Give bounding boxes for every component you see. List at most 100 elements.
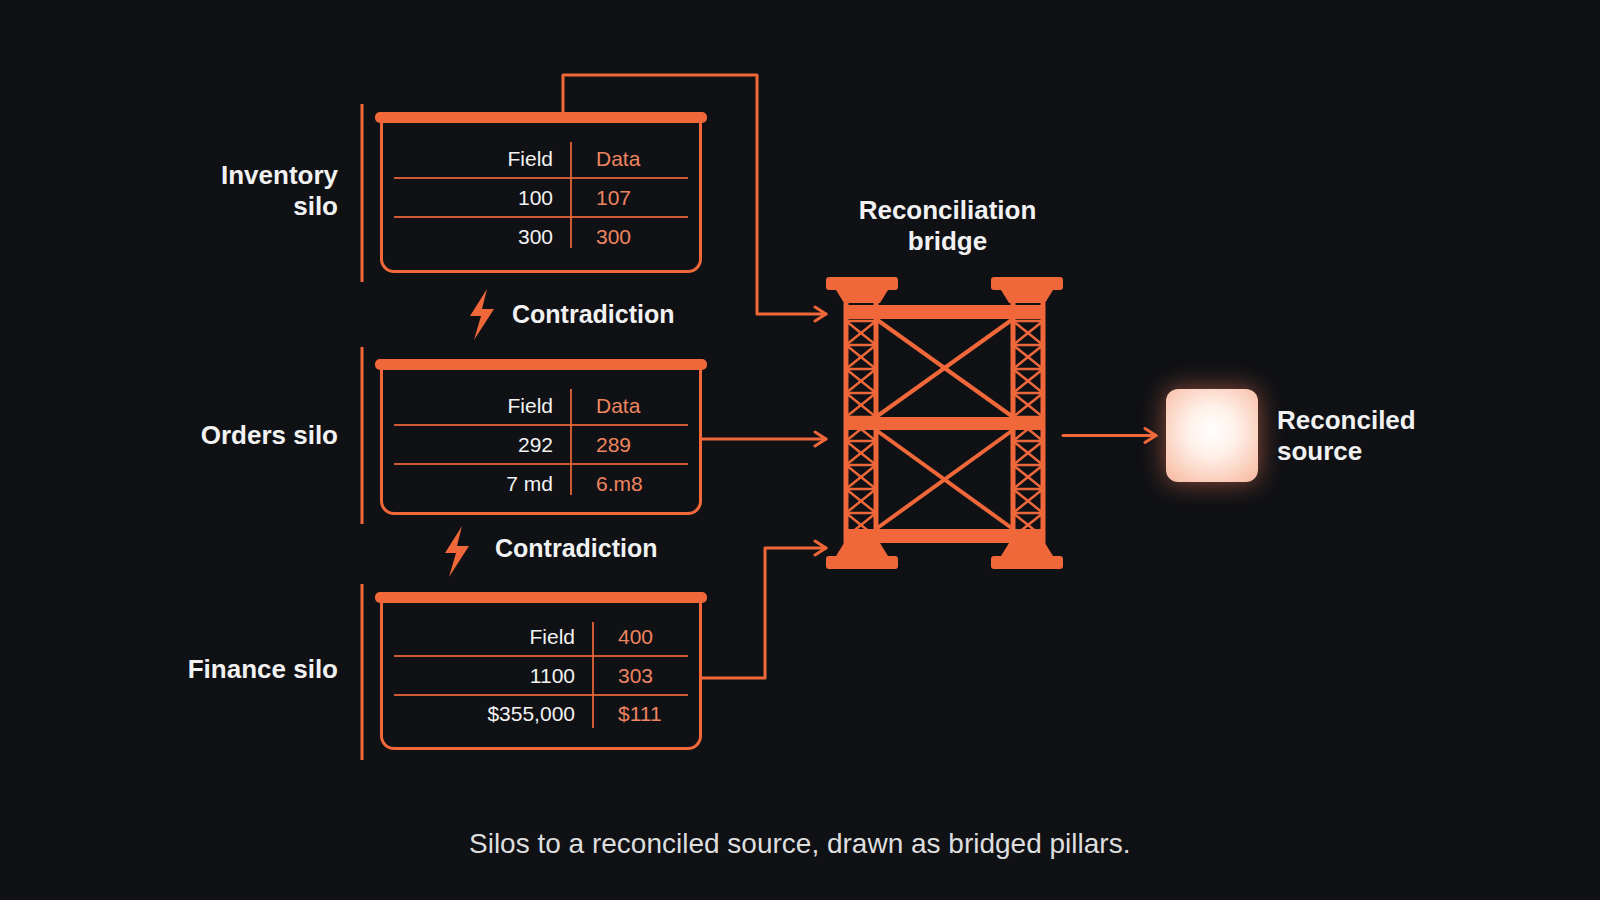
bridge-brace bbox=[1013, 465, 1043, 489]
bridge-brace bbox=[846, 393, 876, 417]
bridge-brace bbox=[846, 489, 876, 513]
bridge-brace bbox=[846, 441, 876, 465]
bridge-brace bbox=[1013, 488, 1043, 491]
source-label: Reconciled source bbox=[1277, 404, 1442, 466]
table-cell: 289 bbox=[596, 434, 631, 455]
bridge-brace bbox=[846, 392, 876, 395]
bridge-brace bbox=[1013, 393, 1043, 417]
bridge-brace bbox=[1013, 345, 1043, 369]
bridge-structure: Reconciliation bridge bbox=[826, 277, 1063, 569]
bridge-part bbox=[1001, 290, 1053, 303]
lightning-icon bbox=[445, 526, 469, 577]
contradiction-label: Contradiction bbox=[512, 300, 675, 329]
bracket-line bbox=[361, 104, 364, 282]
bridge-brace bbox=[846, 369, 876, 393]
table-rule bbox=[394, 424, 688, 426]
table-rule bbox=[394, 694, 688, 696]
box-top-bar bbox=[375, 359, 707, 370]
silo-name: Inventory silo bbox=[203, 160, 338, 222]
bridge-illustration bbox=[826, 277, 1063, 569]
bridge-brace bbox=[846, 368, 876, 371]
table-cell: $111 bbox=[618, 703, 662, 724]
table-divider bbox=[570, 142, 572, 248]
flow-arrow bbox=[563, 75, 826, 314]
table-cell: 1100 bbox=[530, 665, 575, 686]
bridge-part bbox=[846, 417, 1043, 430]
table-rule bbox=[394, 216, 688, 218]
table-rule bbox=[394, 655, 688, 657]
bridge-brace bbox=[1013, 369, 1043, 393]
table-divider bbox=[592, 622, 594, 728]
bridge-brace bbox=[846, 465, 876, 489]
bridge-brace bbox=[1013, 321, 1043, 345]
reconciled-source-box: Reconciled source bbox=[1166, 389, 1258, 482]
bridge-brace bbox=[1013, 441, 1043, 465]
bridge-part bbox=[846, 305, 1043, 319]
table-cell: Data bbox=[596, 395, 640, 416]
contradiction-label: Contradiction bbox=[495, 534, 658, 563]
table-cell: 7 md bbox=[506, 473, 553, 494]
bridge-brace bbox=[876, 430, 1013, 529]
table-cell: 300 bbox=[596, 226, 631, 247]
bridge-brace bbox=[846, 393, 876, 417]
table-cell: 100 bbox=[518, 187, 553, 208]
table-cell: Field bbox=[507, 395, 553, 416]
table-cell: 400 bbox=[618, 626, 653, 647]
silo-name: Orders silo bbox=[168, 420, 338, 451]
bridge-label: Reconciliation bridge bbox=[833, 195, 1063, 257]
table-rule bbox=[394, 177, 688, 179]
bridge-brace bbox=[846, 369, 876, 393]
bridge-brace bbox=[1013, 368, 1043, 371]
bridge-part bbox=[826, 277, 898, 290]
table-cell: 292 bbox=[518, 434, 553, 455]
caption: Silos to a reconciled source, drawn as b… bbox=[469, 828, 1130, 860]
bridge-brace bbox=[846, 489, 876, 513]
bridge-brace bbox=[846, 512, 876, 515]
flow-arrow bbox=[702, 548, 826, 678]
table-cell: Field bbox=[529, 626, 575, 647]
bridge-brace bbox=[846, 440, 876, 443]
bridge-brace bbox=[1013, 345, 1043, 369]
bridge-brace bbox=[876, 430, 1013, 529]
bridge-brace bbox=[1013, 344, 1043, 347]
table-cell: 300 bbox=[518, 226, 553, 247]
silo-table-box: Inventory siloFieldData100107300300 bbox=[380, 112, 702, 273]
bridge-part bbox=[991, 556, 1063, 569]
table-divider bbox=[570, 389, 572, 495]
bracket-line bbox=[361, 347, 364, 524]
bridge-brace bbox=[846, 464, 876, 467]
box-top-bar bbox=[375, 112, 707, 123]
flow-arrow bbox=[702, 438, 826, 441]
table-cell: 303 bbox=[618, 665, 653, 686]
bridge-brace bbox=[846, 345, 876, 369]
bridge-brace bbox=[1013, 321, 1043, 345]
table-cell: 107 bbox=[596, 187, 631, 208]
table-cell: Field bbox=[507, 148, 553, 169]
table-rule bbox=[394, 463, 688, 465]
bridge-brace bbox=[876, 319, 1013, 417]
bridge-brace bbox=[1013, 369, 1043, 393]
bridge-part bbox=[991, 277, 1063, 290]
bridge-brace bbox=[846, 344, 876, 347]
bridge-brace bbox=[1013, 393, 1043, 417]
bridge-brace bbox=[876, 319, 1013, 417]
box-top-bar bbox=[375, 592, 707, 603]
bridge-brace bbox=[846, 441, 876, 465]
bridge-part bbox=[826, 556, 898, 569]
bridge-brace bbox=[1013, 489, 1043, 513]
bridge-part bbox=[846, 529, 1043, 543]
bridge-part bbox=[836, 543, 888, 556]
flow-arrow bbox=[1063, 434, 1156, 437]
silo-name: Finance silo bbox=[168, 654, 338, 685]
bridge-brace bbox=[1013, 392, 1043, 395]
silo-table-box: Orders siloFieldData2922897 md6.m8 bbox=[380, 359, 702, 515]
bridge-brace bbox=[1013, 464, 1043, 467]
bridge-brace bbox=[1013, 320, 1043, 323]
silo-table-box: Finance siloField4001100303$355,000$111 bbox=[380, 592, 702, 750]
bridge-brace bbox=[1013, 440, 1043, 443]
bridge-part bbox=[836, 290, 888, 303]
lightning-icon bbox=[470, 289, 494, 340]
bridge-brace bbox=[846, 488, 876, 491]
bridge-brace bbox=[846, 321, 876, 345]
